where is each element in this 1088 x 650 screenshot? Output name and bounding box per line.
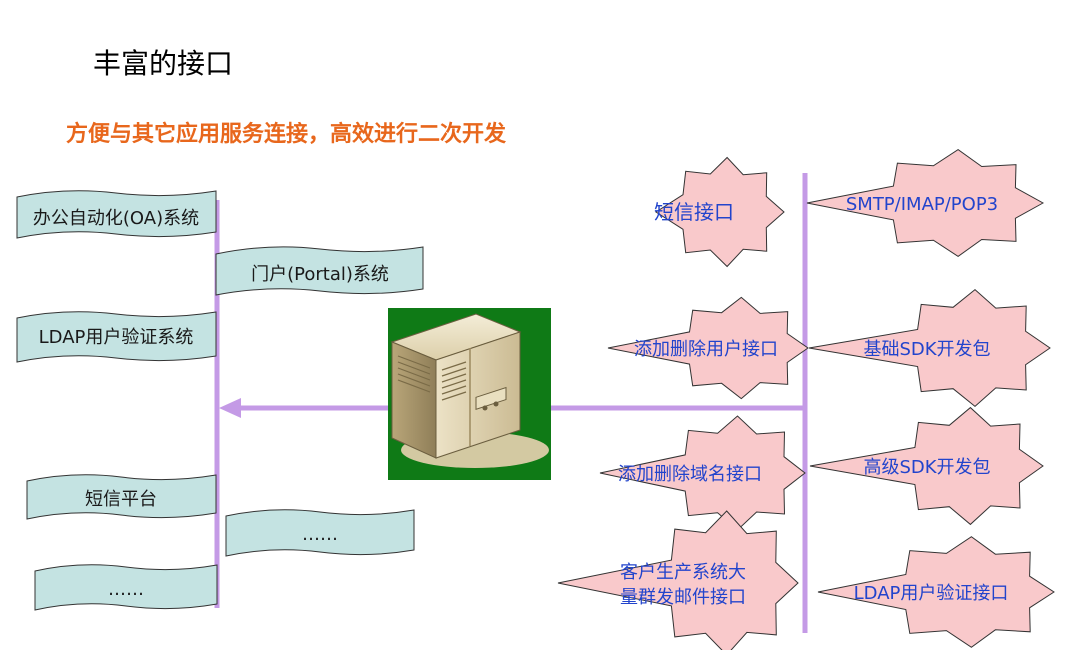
system-sms-platform: 短信平台	[26, 474, 217, 520]
slide-subtitle: 方便与其它应用服务连接，高效进行二次开发	[66, 122, 507, 147]
system-oa-label: 办公自动化(OA)系统	[33, 208, 199, 229]
interface-user-admin-label: 添加删除用户接口	[634, 339, 778, 360]
interface-advanced-sdk: 高级SDK开发包	[809, 406, 1044, 526]
system-ldap-label: LDAP用户验证系统	[39, 327, 194, 348]
interface-basic-sdk: 基础SDK开发包	[808, 288, 1051, 408]
interface-sms-label: 短信接口	[654, 200, 734, 224]
interface-sms: 短信接口	[654, 156, 785, 268]
mail-server-icon	[388, 308, 551, 480]
interface-domain-admin: 添加删除域名接口	[599, 415, 806, 531]
system-sms-platform-label: 短信平台	[85, 489, 157, 510]
interface-bulk-mail-label-line1: 客户生产系统大	[620, 562, 746, 583]
interface-advanced-sdk-label: 高级SDK开发包	[863, 457, 990, 478]
system-oa: 办公自动化(OA)系统	[16, 190, 217, 239]
interface-user-admin: 添加删除用户接口	[607, 296, 809, 400]
interface-domain-admin-label: 添加删除域名接口	[618, 464, 762, 485]
interface-basic-sdk-label: 基础SDK开发包	[863, 339, 990, 360]
interface-ldap-auth: LDAP用户验证接口	[817, 536, 1055, 648]
interface-bulk-mail-label-line2: 量群发邮件接口	[620, 587, 746, 608]
system-portal-label: 门户(Portal)系统	[251, 264, 389, 285]
interface-bulk-mail: 客户生产系统大 量群发邮件接口	[557, 510, 799, 650]
interface-smtp-imap-pop3-label: SMTP/IMAP/POP3	[846, 194, 998, 215]
slide-title: 丰富的接口	[93, 47, 234, 80]
system-more-1-label: ……	[302, 524, 338, 545]
system-ldap: LDAP用户验证系统	[16, 311, 217, 363]
interface-smtp-imap-pop3: SMTP/IMAP/POP3	[806, 148, 1045, 258]
system-portal: 门户(Portal)系统	[215, 246, 424, 296]
system-more-2: ……	[34, 564, 218, 611]
arrow-to-server	[515, 398, 805, 418]
interface-ldap-auth-label: LDAP用户验证接口	[854, 583, 1009, 604]
system-more-2-label: ……	[108, 579, 144, 600]
system-more-1: ……	[225, 509, 415, 557]
